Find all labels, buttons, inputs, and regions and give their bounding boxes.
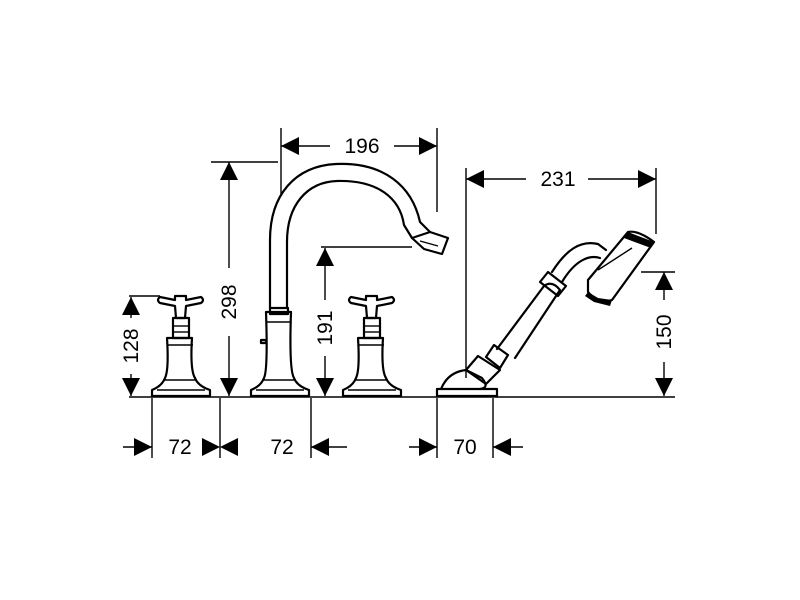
dimension-hand-shower-length: 231 (466, 168, 656, 191)
dimension-label-spacing-shower: 70 (453, 436, 476, 459)
dimension-label-hand-shower-length: 231 (540, 168, 575, 191)
dimension-handle-height: 128 (120, 297, 143, 396)
dimension-label-spacing-right: 72 (270, 436, 293, 459)
extension-lines (129, 128, 675, 458)
dimension-label-spout-outlet-height: 191 (314, 310, 337, 345)
center-spout (249, 162, 450, 398)
dimension-spacing-shower: 70 (409, 436, 523, 459)
dimension-spout-reach: 196 (281, 135, 437, 158)
hand-shower (435, 230, 656, 398)
left-cross-handle-valve (150, 294, 212, 398)
dimension-hand-shower-height: 150 (653, 272, 676, 396)
dimension-label-hand-shower-height: 150 (653, 314, 676, 349)
right-cross-handle-valve (341, 294, 403, 398)
dimension-spout-height: 298 (218, 162, 241, 396)
dimension-label-spout-reach: 196 (344, 135, 379, 158)
dimension-label-spout-height: 298 (218, 284, 241, 319)
dimension-spout-outlet-height: 191 (314, 248, 337, 396)
dimension-spacing-left: 72 (123, 436, 220, 459)
dimension-label-spacing-left: 72 (168, 436, 191, 459)
dimension-spacing-right: 72 (220, 436, 347, 459)
dimension-label-handle-height: 128 (120, 328, 143, 363)
